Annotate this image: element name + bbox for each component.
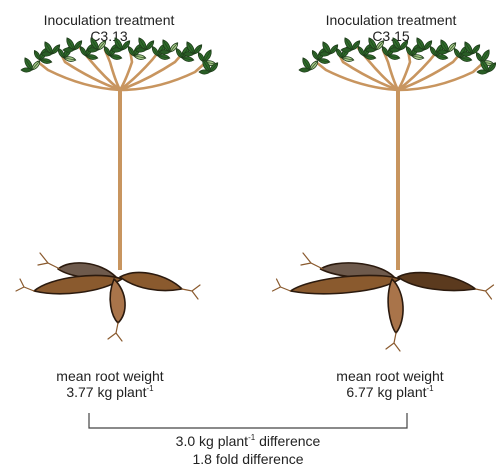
leaf	[299, 68, 310, 72]
leaf	[87, 48, 98, 52]
leaf	[413, 48, 424, 52]
leaf	[41, 52, 52, 56]
storage-root	[398, 273, 476, 291]
root-weight-number-left: 3.77 kg plant	[66, 384, 146, 400]
leaf	[21, 68, 32, 72]
root-weight-exponent-right: -1	[427, 384, 434, 393]
root-hair	[386, 333, 400, 351]
root-weight-exponent-left: -1	[147, 384, 154, 393]
absolute-difference-value: 3.0 kg plant	[176, 433, 248, 449]
root-hair	[301, 253, 323, 269]
storage-root	[291, 275, 401, 293]
root-hair	[108, 323, 122, 341]
root-weight-label-right: mean root weight	[310, 368, 470, 384]
leaf	[183, 52, 194, 56]
leaf	[389, 48, 400, 52]
root-weight-label-left: mean root weight	[30, 368, 190, 384]
fold-difference: 1.8 fold difference	[148, 451, 348, 467]
cassava-plant-illustration-right	[248, 0, 496, 380]
root-hair	[16, 279, 34, 291]
root-hair	[476, 285, 494, 299]
absolute-difference: 3.0 kg plant-1 difference	[148, 433, 348, 449]
root-hair	[273, 279, 291, 291]
storage-root	[34, 275, 122, 293]
root-hair	[38, 253, 60, 269]
leaf	[477, 70, 488, 74]
leaf	[159, 50, 170, 54]
leaf	[111, 48, 122, 52]
leaf	[365, 48, 376, 52]
root-weight-number-right: 6.77 kg plant	[346, 384, 426, 400]
root-hair	[182, 285, 200, 299]
leaf	[461, 52, 472, 56]
comparison-bracket	[88, 413, 408, 429]
root-weight-value-right: 6.77 kg plant-1	[310, 384, 470, 400]
leaf	[63, 48, 74, 52]
leaf	[341, 48, 352, 52]
leaf	[135, 48, 146, 52]
storage-root	[388, 279, 403, 333]
absolute-difference-suffix: difference	[255, 433, 320, 449]
leaf	[437, 50, 448, 54]
leaf	[319, 52, 330, 56]
storage-root	[120, 273, 182, 291]
storage-root	[110, 279, 125, 323]
cassava-plant-illustration-left	[0, 0, 248, 380]
root-weight-value-left: 3.77 kg plant-1	[30, 384, 190, 400]
leaf	[199, 70, 210, 74]
